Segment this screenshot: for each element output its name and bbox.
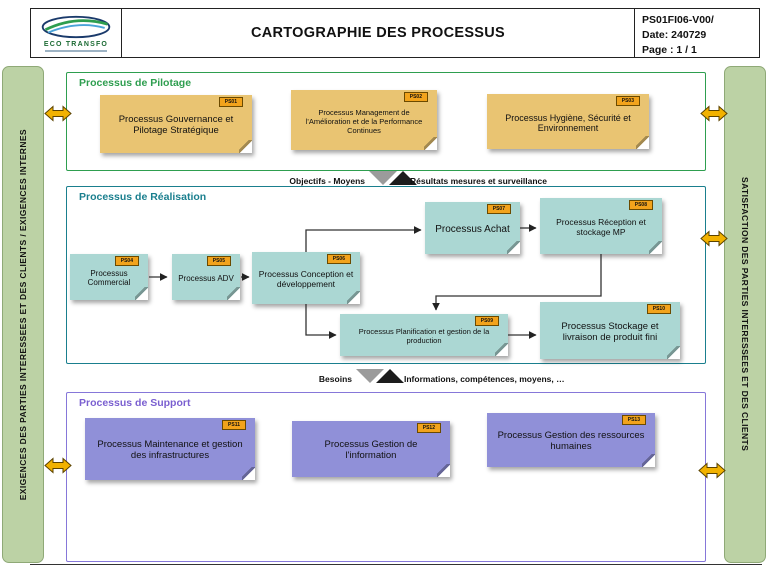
flow-up-triangle-icon bbox=[376, 369, 404, 383]
doc-reference: PS01FI06-V00/ bbox=[642, 14, 714, 26]
folded-corner bbox=[636, 136, 649, 149]
folded-corner bbox=[642, 454, 655, 467]
doc-page-number: Page : 1 / 1 bbox=[642, 44, 697, 57]
support-zone-label: Processus de Support bbox=[79, 397, 191, 409]
process-code-tag: PS07 bbox=[486, 204, 511, 214]
process-code-tag: PS01 bbox=[218, 97, 243, 107]
process-code-tag: PS04 bbox=[114, 256, 139, 266]
bidirectional-arrow-icon bbox=[700, 230, 728, 247]
resultats-mesures-label: Résultats mesures et surveillance bbox=[410, 176, 548, 186]
pilotage-zone-label: Processus de Pilotage bbox=[79, 77, 192, 89]
right-satisfaction-bar: SATISFACTION DES PARTIES INTERESSEES ET … bbox=[724, 66, 766, 563]
informations-competences-label: Informations, compétences, moyens, … bbox=[404, 374, 565, 384]
besoins-label: Besoins bbox=[318, 374, 352, 384]
note-gouvernance: PS01 Processus Gouvernance et Pilotage S… bbox=[100, 95, 252, 153]
folded-corner bbox=[424, 137, 437, 150]
title-cell: CARTOGRAPHIE DES PROCESSUS bbox=[121, 8, 635, 58]
flow-exchange-icon bbox=[356, 369, 404, 383]
document-info-cell: PS01FI06-V00/ Date: 240729 Page : 1 / 1 bbox=[634, 8, 760, 58]
note-maintenance-infrastructures: PS11 Processus Maintenance et gestion de… bbox=[85, 418, 255, 480]
doc-date: Date: 240729 bbox=[642, 29, 707, 42]
note-management-amelioration: PS02 Processus Management de l'Améliorat… bbox=[291, 90, 437, 150]
flow-up-triangle-icon bbox=[389, 171, 417, 185]
folded-corner bbox=[495, 343, 508, 356]
folded-corner bbox=[227, 287, 240, 300]
flow-exchange-icon bbox=[369, 171, 417, 185]
left-requirements-text: EXIGENCES DES PARTIES INTERESSEES ET DES… bbox=[18, 128, 28, 501]
logo-cell: ECO TRANSFO bbox=[30, 8, 122, 58]
folded-corner bbox=[649, 241, 662, 254]
note-adv: PS05 Processus ADV bbox=[172, 254, 240, 300]
folded-corner bbox=[135, 287, 148, 300]
right-satisfaction-text: SATISFACTION DES PARTIES INTERESSEES ET … bbox=[740, 177, 750, 452]
note-gestion-information: PS12 Processus Gestion de l'information bbox=[292, 421, 450, 477]
folded-corner bbox=[507, 241, 520, 254]
brand-tagline-bar bbox=[45, 50, 107, 52]
note-reception-stockage-mp: PS08 Processus Réception et stockage MP bbox=[540, 198, 662, 254]
process-code-tag: PS09 bbox=[474, 316, 499, 326]
note-ressources-humaines: PS13 Processus Gestion des ressources hu… bbox=[487, 413, 655, 467]
left-requirements-bar: EXIGENCES DES PARTIES INTERESSEES ET DES… bbox=[2, 66, 44, 563]
bidirectional-arrow-icon bbox=[44, 105, 72, 122]
bidirectional-arrow-icon bbox=[700, 105, 728, 122]
folded-corner bbox=[242, 467, 255, 480]
note-conception-developpement: PS06 Processus Conception et développeme… bbox=[252, 252, 360, 304]
brand-name: ECO TRANSFO bbox=[43, 41, 109, 48]
page-title: CARTOGRAPHIE DES PROCESSUS bbox=[250, 25, 506, 41]
note-commercial: PS04 Processus Commercial bbox=[70, 254, 148, 300]
bidirectional-arrow-icon bbox=[44, 457, 72, 474]
folded-corner bbox=[347, 291, 360, 304]
note-planification-production: PS09 Processus Planification et gestion … bbox=[340, 314, 508, 356]
folded-corner bbox=[239, 140, 252, 153]
note-achat: PS07 Processus Achat bbox=[425, 202, 520, 254]
folded-corner bbox=[667, 346, 680, 359]
realisation-zone-label: Processus de Réalisation bbox=[79, 191, 207, 203]
note-stockage-livraison: PS10 Processus Stockage et livraison de … bbox=[540, 302, 680, 359]
page-bottom-rule bbox=[30, 564, 762, 565]
process-code-tag: PS12 bbox=[416, 423, 441, 433]
process-code-tag: PS11 bbox=[222, 420, 246, 430]
process-code-tag: PS13 bbox=[621, 415, 646, 425]
objectifs-moyens-label: Objectifs - Moyens bbox=[289, 176, 365, 186]
process-code-tag: PS08 bbox=[628, 200, 653, 210]
process-code-tag: PS03 bbox=[615, 96, 640, 106]
process-code-tag: PS05 bbox=[206, 256, 231, 266]
eco-transfo-logo-icon bbox=[41, 15, 111, 39]
note-hygiene-securite: PS03 Processus Hygiène, Sécurité et Envi… bbox=[487, 94, 649, 149]
process-code-tag: PS10 bbox=[646, 304, 671, 314]
bidirectional-arrow-icon bbox=[698, 462, 726, 479]
process-code-tag: PS06 bbox=[326, 254, 351, 264]
folded-corner bbox=[437, 464, 450, 477]
process-code-tag: PS02 bbox=[403, 92, 428, 102]
